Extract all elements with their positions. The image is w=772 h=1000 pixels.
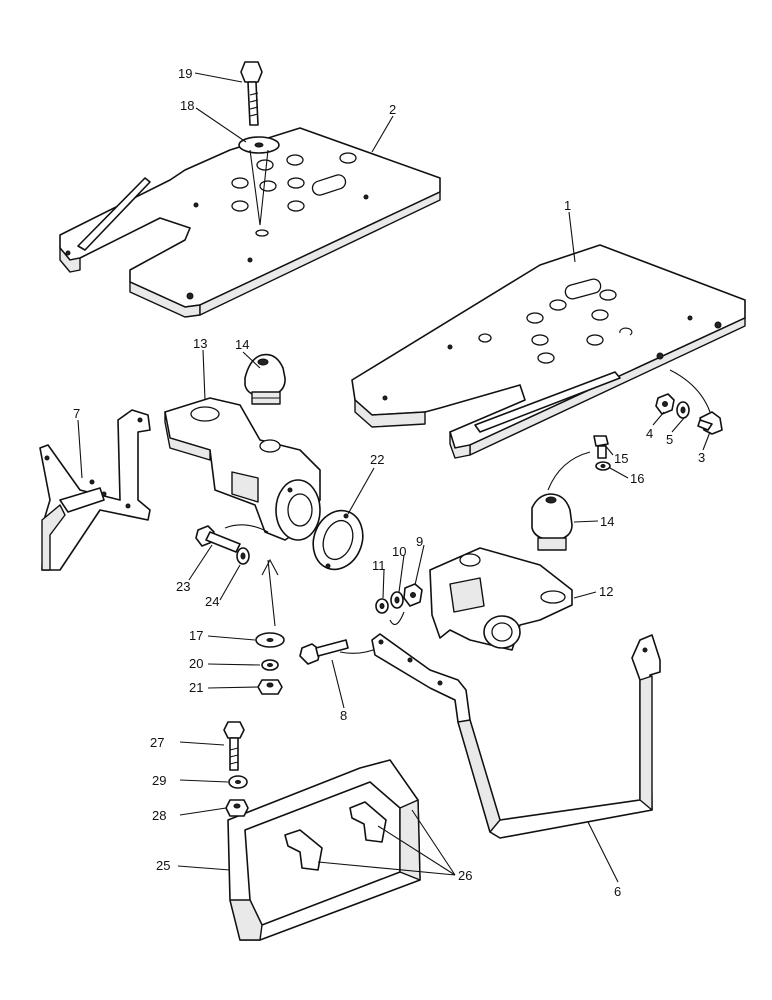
lock-washer-29 [228, 775, 248, 789]
washer-18 [238, 136, 280, 154]
callout-11: 11 [372, 558, 386, 573]
engine-bracket-left [164, 397, 321, 541]
nut-4 [655, 393, 675, 415]
callout-9: 9 [416, 534, 423, 549]
callout-1: 1 [564, 198, 571, 213]
washer-24 [236, 547, 250, 565]
mounting-plate-lower [351, 244, 746, 459]
rubber-mount-upper [244, 353, 286, 405]
engine-bracket-right [429, 547, 573, 651]
callout-29: 29 [152, 773, 166, 788]
callout-22: 22 [370, 452, 384, 467]
bolt-19 [240, 61, 263, 126]
callout-6: 6 [614, 884, 621, 899]
callout-28: 28 [152, 808, 166, 823]
mounting-plate-upper [59, 127, 441, 318]
washer-5 [676, 401, 690, 419]
callout-19: 19 [178, 66, 192, 81]
callout-14-upper: 14 [235, 337, 249, 352]
callout-10: 10 [392, 544, 406, 559]
nut-28 [225, 799, 249, 817]
support-bracket-left [39, 409, 151, 571]
callout-17: 17 [189, 628, 203, 643]
callout-labels: 1 2 3 4 5 6 7 8 9 10 11 12 13 14 14 15 1… [73, 66, 705, 899]
bolt-3 [697, 411, 723, 435]
callout-7: 7 [73, 406, 80, 421]
nut-21 [257, 679, 283, 695]
bolt-8 [299, 639, 349, 665]
gasket-22 [312, 509, 364, 571]
washer-10 [390, 591, 404, 609]
nut-9 [403, 583, 423, 607]
support-strap-right [371, 633, 661, 839]
washer-17 [255, 632, 285, 648]
callout-25: 25 [156, 858, 170, 873]
leader-lines [77, 72, 711, 883]
clip-26-left [284, 829, 323, 871]
clip-26-right [349, 801, 387, 843]
callout-8: 8 [340, 708, 347, 723]
callout-20: 20 [189, 656, 203, 671]
callout-21: 21 [189, 680, 203, 695]
callout-27: 27 [150, 735, 164, 750]
bolt-23 [195, 525, 241, 553]
callout-2: 2 [389, 102, 396, 117]
callout-3: 3 [698, 450, 705, 465]
callout-16: 16 [630, 471, 644, 486]
callout-14-lower: 14 [600, 514, 614, 529]
callout-26: 26 [458, 868, 472, 883]
washer-11 [375, 598, 389, 614]
rubber-mount-lower [531, 493, 573, 551]
callout-23: 23 [176, 579, 190, 594]
lock-washer-20 [261, 659, 279, 671]
bolt-27 [223, 721, 245, 771]
lock-washer-16 [595, 461, 611, 471]
callout-4: 4 [646, 426, 653, 441]
callout-15: 15 [614, 451, 628, 466]
callout-13: 13 [193, 336, 207, 351]
bolt-15 [593, 435, 609, 459]
callout-24: 24 [205, 594, 219, 609]
callout-18: 18 [180, 98, 194, 113]
callout-12: 12 [599, 584, 613, 599]
callout-5: 5 [666, 432, 673, 447]
frame-25 [227, 759, 421, 941]
